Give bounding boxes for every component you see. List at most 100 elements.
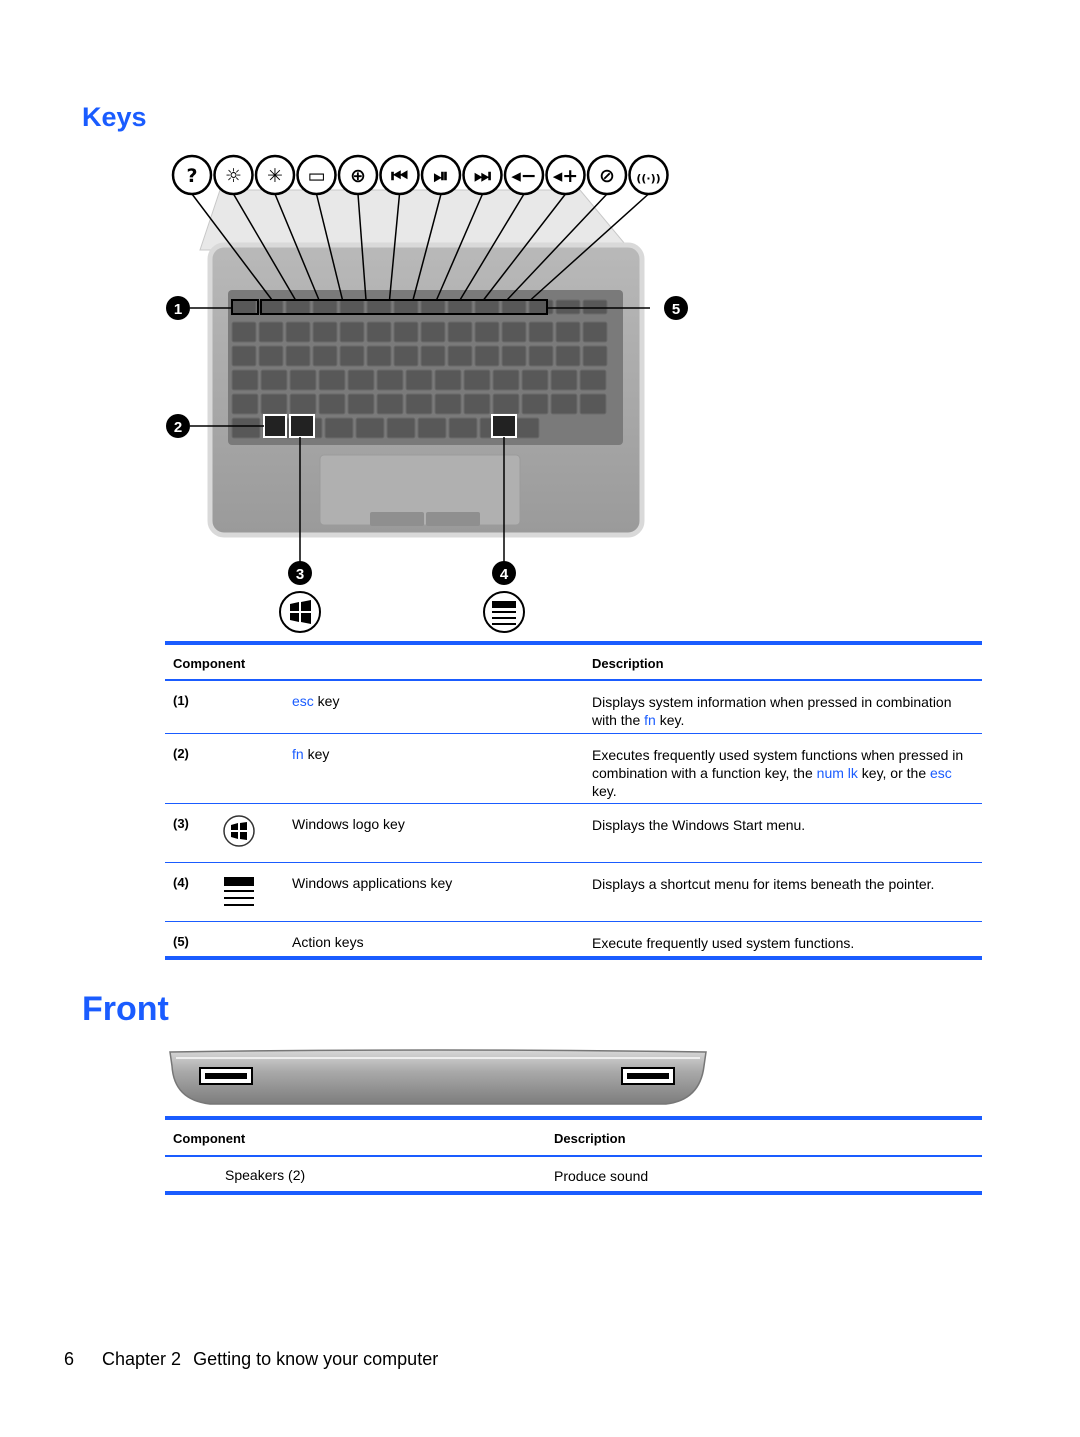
keyboard-key (550, 393, 578, 415)
callout-line (191, 193, 273, 301)
keyboard-key (501, 321, 527, 343)
keyboard-key (492, 369, 520, 391)
keyboard-key (463, 369, 491, 391)
keyboard-key (231, 345, 257, 367)
keyboard-key (355, 417, 385, 439)
keyboard-key (324, 417, 354, 439)
keyboard-key (501, 345, 527, 367)
svg-text:2: 2 (174, 419, 182, 436)
callout-line (274, 193, 320, 301)
keyboard-key (579, 393, 607, 415)
keyboard-key (339, 345, 365, 367)
keys-table: Component Description (1) esc key Displa… (165, 641, 982, 960)
front-view-illustration (169, 1049, 707, 1105)
keyboard-key (447, 321, 473, 343)
chapter-label: Chapter 2 (102, 1349, 182, 1369)
header-component: Component (173, 656, 246, 671)
keyboard-key (582, 299, 608, 315)
keyboard-key (420, 321, 446, 343)
callout-line (506, 193, 608, 301)
table-row: Speakers (2) Produce sound (165, 1157, 982, 1191)
speaker-right (621, 1067, 675, 1085)
row-number: (2) (173, 746, 189, 761)
windows-key-highlight (289, 414, 315, 438)
callout-line (412, 193, 442, 301)
wireless-icon: ((·)) (628, 154, 669, 196)
table-row: (1) esc key Displays system information … (165, 681, 982, 734)
keyboard-key (312, 321, 338, 343)
keyboard-key (258, 321, 284, 343)
keyboard-key (582, 321, 608, 343)
row-number: (4) (173, 875, 189, 890)
table-row: (5) Action keys Execute frequently used … (165, 922, 982, 956)
keyboard-key (347, 369, 375, 391)
keyboard-key (521, 393, 549, 415)
keyboard-key (289, 369, 317, 391)
keyboard-key (376, 369, 404, 391)
keyboard-key (555, 321, 581, 343)
keyboard-key (420, 299, 446, 315)
keyboard-key (447, 299, 473, 315)
keyboard-key (339, 299, 365, 315)
applications-menu-icon (483, 591, 525, 633)
keyboard-key (521, 369, 549, 391)
fn-key-highlight (263, 414, 287, 438)
keyboard-key (339, 321, 365, 343)
callout-5: 5 (664, 296, 688, 320)
header-description: Description (554, 1131, 626, 1146)
brightness-up-icon: ✳ (254, 154, 296, 196)
keyboard-key (492, 393, 520, 415)
keyboard-key (393, 321, 419, 343)
volume-up-icon: ◂+ (545, 154, 586, 196)
callout-line (232, 193, 297, 301)
keyboard-key (417, 417, 447, 439)
keyboard-illustration: 1 2 3 4 5 ?☼✳▭⊕⏮⏯⏭◂−◂+⊘((·)) (166, 154, 688, 633)
svg-text:⊘: ⊘ (599, 165, 615, 187)
keyboard-key (555, 345, 581, 367)
keyboard-key (312, 345, 338, 367)
keyboard-key (231, 417, 261, 439)
keyboard-key (285, 321, 311, 343)
keyboard-key (474, 321, 500, 343)
keyboard-key (231, 393, 259, 415)
keyboard-key (285, 345, 311, 367)
component-description: Displays the Windows Start menu. (592, 817, 806, 833)
keyboard-key (258, 345, 284, 367)
front-table: Component Description Speakers (2) Produ… (165, 1116, 982, 1195)
keyboard-key (474, 299, 500, 315)
component-name: fn key (292, 746, 330, 762)
web-icon: ⊕ (337, 154, 379, 196)
component-description: Execute frequently used system functions… (592, 935, 855, 951)
windows-logo-icon (279, 591, 321, 633)
keyboard-key (285, 299, 311, 315)
esc-key-highlight (231, 299, 259, 315)
keyboard-key (501, 299, 527, 315)
keyboard-key (393, 345, 419, 367)
applications-key-highlight (491, 414, 517, 438)
applications-menu-icon (222, 873, 256, 912)
keyboard-key (260, 369, 288, 391)
svg-text:✳: ✳ (267, 165, 283, 187)
play-pause-icon: ⏯ (420, 154, 462, 196)
callout-4: 4 (492, 561, 516, 585)
keyboard-key (366, 321, 392, 343)
keyboard-key (312, 299, 338, 315)
speaker-left (199, 1067, 253, 1085)
component-name: Speakers (2) (225, 1167, 306, 1183)
svg-text:▭: ▭ (308, 165, 326, 187)
callout-line (435, 193, 484, 301)
svg-text:◂+: ◂+ (553, 165, 578, 187)
callout-3: 3 (288, 561, 312, 585)
svg-text:◂−: ◂− (511, 165, 536, 187)
keyboard-key (318, 393, 346, 415)
component-name: Windows logo key (292, 816, 405, 832)
next-track-icon: ⏭ (462, 154, 503, 196)
keyboard-key (289, 393, 317, 415)
action-keys-highlight (260, 299, 548, 315)
keyboard-key (447, 345, 473, 367)
keyboard-key (318, 369, 346, 391)
keyboard-key (434, 369, 462, 391)
callout-1: 1 (166, 296, 190, 320)
callout-line (315, 193, 344, 301)
